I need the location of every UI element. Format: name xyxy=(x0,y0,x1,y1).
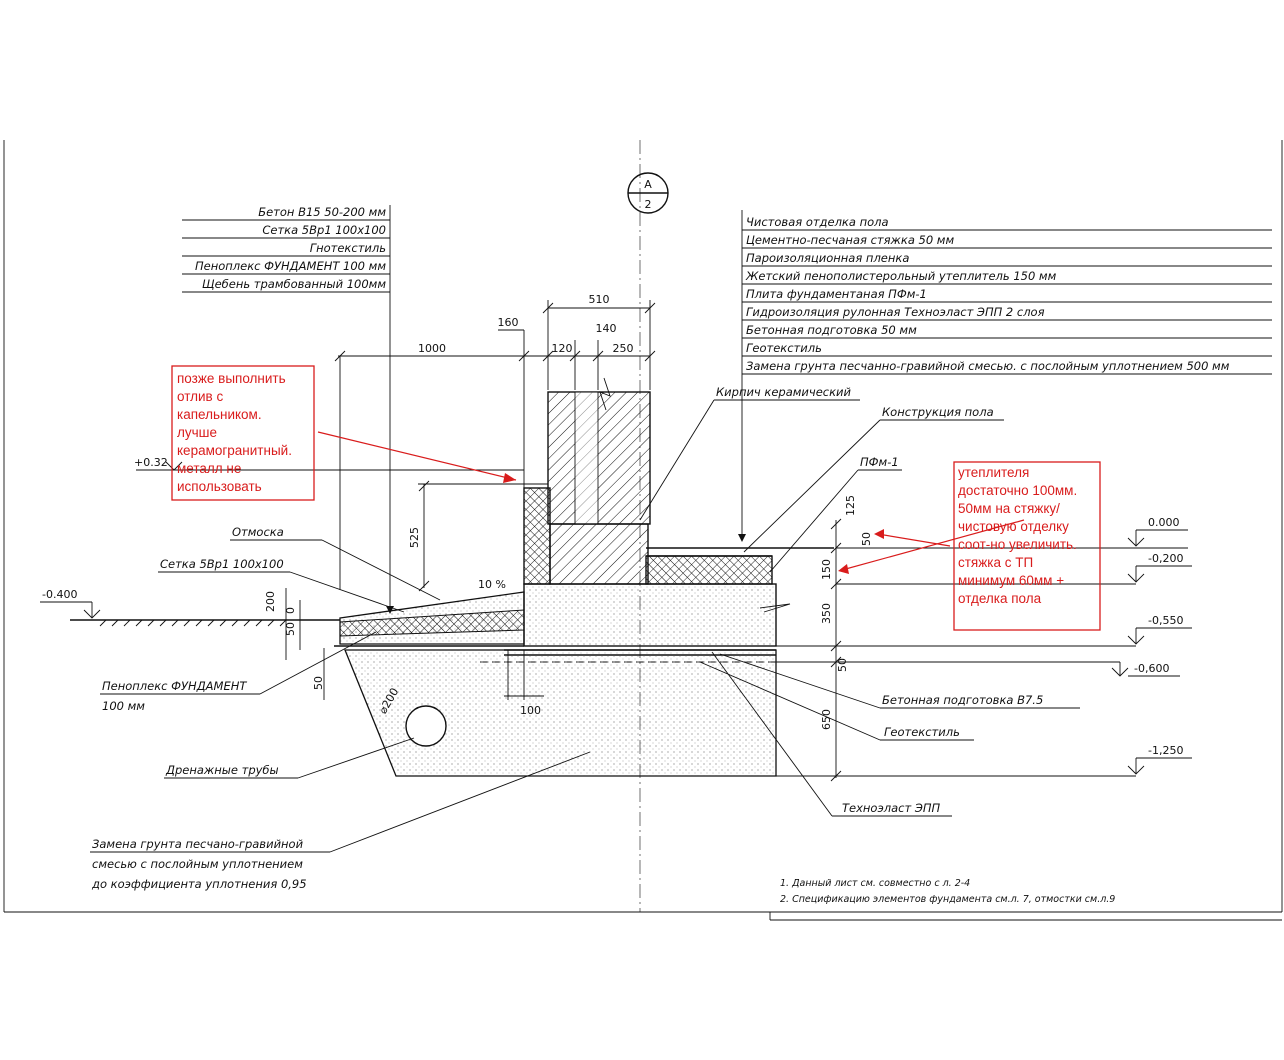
label-penoplex-1: Пеноплекс ФУНДАМЕНТ xyxy=(102,679,247,693)
floor-insulation xyxy=(645,555,773,585)
floor-layer-9: Замена грунта песчанно-гравийной смесью.… xyxy=(746,359,1230,373)
elev-minus0200: -0,200 xyxy=(1148,552,1183,565)
red-note-left-line-1: позже выполнить xyxy=(177,371,286,386)
section-sheet: 2 xyxy=(645,198,652,211)
red-note-left-line-3: капельником. xyxy=(177,407,262,422)
elev-plus032: +0.32 xyxy=(134,456,168,469)
ground-hatch xyxy=(99,619,287,627)
elev-minus0400: -0.400 xyxy=(42,588,77,601)
dim-140: 140 xyxy=(596,322,617,335)
dim-120: 120 xyxy=(552,342,573,355)
footnote-2: 2. Спецификацию элементов фундамента см.… xyxy=(780,894,1115,905)
dim-525: 525 xyxy=(408,527,421,548)
dim-650: 650 xyxy=(820,709,833,730)
red-note-right-line-8: отделка пола xyxy=(958,591,1042,606)
label-penoplex-2: 100 мм xyxy=(102,699,145,713)
label-soil-1: Замена грунта песчано-гравийной xyxy=(92,837,304,851)
dim-125: 125 xyxy=(844,495,857,516)
floor-layer-2: Цементно-песчаная стяжка 50 мм xyxy=(746,233,954,247)
foundation-slab xyxy=(523,583,777,647)
slope-label: 10 % xyxy=(478,578,506,591)
plinth-insulation xyxy=(523,487,551,585)
red-note-right-line-1: утеплителя xyxy=(958,465,1029,480)
floor-layer-3: Пароизоляционная пленка xyxy=(746,251,909,265)
dim-1000: 1000 xyxy=(418,342,446,355)
dim-350: 350 xyxy=(820,603,833,624)
red-note-right-line-6: стяжка с ТП xyxy=(958,555,1033,570)
red-note-left-line-7: использовать xyxy=(177,479,262,494)
red-note-left-line-5: керамогранитный. xyxy=(177,443,292,458)
red-note-right-line-7: минимум 60мм + xyxy=(958,573,1064,588)
label-soil-2: смесью с послойным уплотнением xyxy=(92,857,303,871)
dim-50d: 50 xyxy=(312,676,325,690)
floor-layer-table: Чистовая отделка пола Цементно-песчаная … xyxy=(738,210,1272,542)
wall-cavity-hatch xyxy=(575,392,598,524)
left-layer-4: Пеноплекс ФУНДАМЕНТ 100 мм xyxy=(195,259,386,273)
label-brick: Кирпич керамический xyxy=(716,385,852,399)
label-drain: Дренажные трубы xyxy=(165,763,279,777)
dim-0: 0 xyxy=(284,607,297,614)
red-note-right-line-3: 50мм на стяжку/ xyxy=(958,501,1060,516)
elev-minus0600: -0,600 xyxy=(1134,662,1169,675)
label-otmoska: Отмоска xyxy=(232,525,284,539)
slab-break xyxy=(759,603,791,613)
label-pfm: ПФм-1 xyxy=(860,455,899,469)
left-layer-2: Сетка 5Вр1 100х100 xyxy=(262,223,386,237)
elevation-marks: +0.32 -0.400 0.000 -0,200 -0,550 -0,600 … xyxy=(40,456,1192,777)
red-note-left-line-2: отлив с xyxy=(177,389,223,404)
soil-replacement xyxy=(344,649,777,777)
label-technoelast: Техноэласт ЭПП xyxy=(842,801,941,815)
label-geotextile: Геотекстиль xyxy=(884,725,960,739)
floor-layer-4: Жетский пенополистерольный утеплитель 15… xyxy=(745,269,1057,283)
label-mesh: Сетка 5Вр1 100х100 xyxy=(160,557,284,571)
red-note-right: утеплителя достаточно 100мм. 50мм на стя… xyxy=(838,461,1101,631)
leader-labels: Кирпич керамический Конструкция пола ПФм… xyxy=(90,385,1080,891)
label-concrete-prep: Бетонная подготовка В7.5 xyxy=(882,693,1043,707)
label-soil-3: до коэффициента уплотнения 0,95 xyxy=(91,877,307,891)
dim-510: 510 xyxy=(589,293,610,306)
left-layer-table: Бетон В15 50-200 мм Сетка 5Вр1 100х100 Г… xyxy=(182,205,394,614)
red-note-right-line-2: достаточно 100мм. xyxy=(958,483,1077,498)
dim-250: 250 xyxy=(613,342,634,355)
left-layer-3: Гнотекстиль xyxy=(310,241,386,255)
left-layer-1: Бетон В15 50-200 мм xyxy=(258,205,386,219)
red-note-right-line-5: соот-но увеличить. xyxy=(958,537,1077,552)
dim-100: 100 xyxy=(520,704,541,717)
elev-minus0550: -0,550 xyxy=(1148,614,1183,627)
dim-150: 150 xyxy=(820,559,833,580)
footnote-1: 1. Данный лист см. совместно с л. 2-4 xyxy=(780,878,970,889)
floor-layer-5: Плита фундаментаная ПФм-1 xyxy=(746,287,927,301)
floor-layer-7: Бетонная подготовка 50 мм xyxy=(746,323,917,337)
brick-wall xyxy=(547,391,651,525)
label-floor-construction: Конструкция пола xyxy=(882,405,994,419)
section-letter: А xyxy=(644,178,652,191)
break-line xyxy=(599,377,611,411)
top-dimensions: 510 1000 160 120 140 250 xyxy=(334,293,656,590)
foundation-wall-block xyxy=(549,523,649,585)
left-layer-5: Щебень трамбованный 100мм xyxy=(202,277,386,291)
dim-160: 160 xyxy=(498,316,519,329)
section-mark: А 2 xyxy=(627,172,669,214)
floor-layer-8: Геотекстиль xyxy=(746,341,822,355)
red-note-right-line-4: чистовую отделку xyxy=(958,519,1069,534)
red-note-left: позже выполнить отлив с капельником. луч… xyxy=(171,365,517,501)
dim-50c: 50 xyxy=(284,622,297,636)
red-note-left-line-6: металл не xyxy=(177,461,241,476)
elev-0000: 0.000 xyxy=(1148,516,1180,529)
dim-50b: 50 xyxy=(836,658,849,672)
right-dimensions: 125 50 150 350 50 650 525 200 0 50 50 10… xyxy=(264,480,873,782)
floor-layer-6: Гидроизоляция рулонная Техноэласт ЭПП 2 … xyxy=(746,305,1045,319)
blind-area-insulation xyxy=(339,609,525,637)
dim-200: 200 xyxy=(264,591,277,612)
dim-50a: 50 xyxy=(860,532,873,546)
elev-minus1250: -1,250 xyxy=(1148,744,1183,757)
drain-pipe xyxy=(405,705,447,747)
floor-layer-1: Чистовая отделка пола xyxy=(746,215,889,229)
red-note-left-line-4: лучше xyxy=(177,425,217,440)
